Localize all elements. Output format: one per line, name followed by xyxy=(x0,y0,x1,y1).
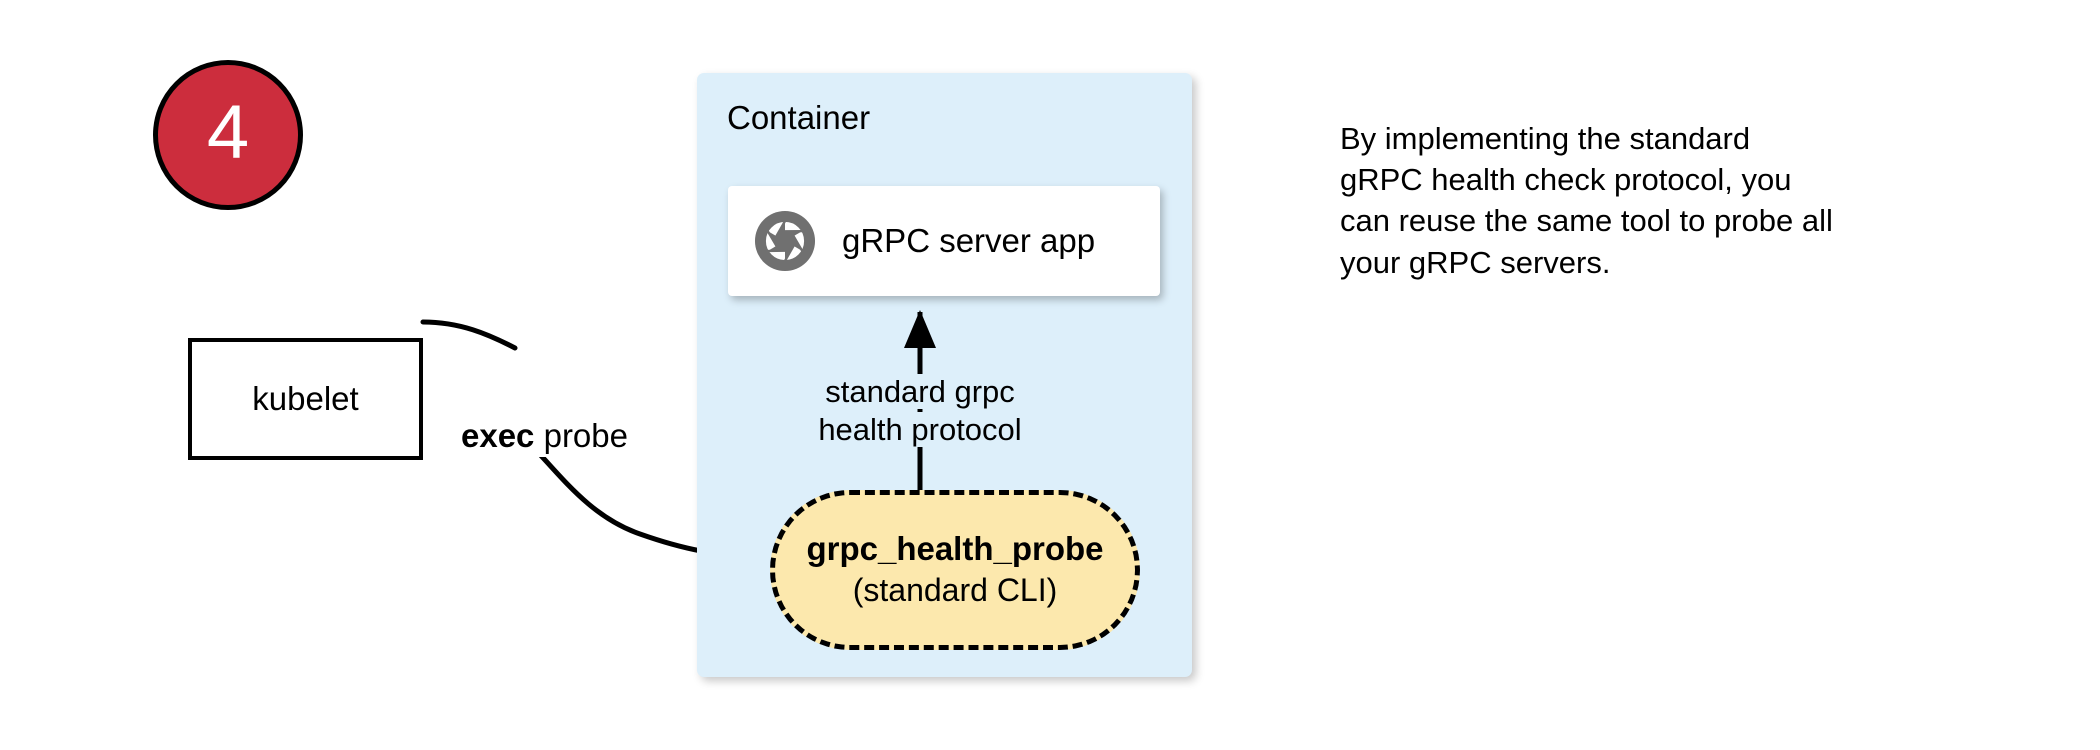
annotation-line: By implementing the standard xyxy=(1340,121,1751,156)
step-number-badge: 4 xyxy=(153,60,303,210)
grpc-aperture-icon xyxy=(754,210,816,272)
annotation-text: By implementing the standard gRPC health… xyxy=(1340,118,1940,283)
probe-title: grpc_health_probe xyxy=(806,530,1104,568)
kubelet-node: kubelet xyxy=(188,338,423,460)
grpc-server-app-label: gRPC server app xyxy=(842,222,1096,259)
annotation-line: gRPC health check protocol, you xyxy=(1340,162,1792,198)
annotation-line: can reuse the same tool to probe all xyxy=(1340,203,1833,239)
probe-word: probe xyxy=(534,417,628,454)
probe-subtitle: (standard CLI) xyxy=(852,572,1058,609)
grpc-health-probe-node: grpc_health_probe (standard CLI) xyxy=(770,490,1140,650)
exec-keyword: exec xyxy=(461,417,535,454)
exec-probe-edge-label: exec probe xyxy=(455,415,634,457)
annotation-line: your gRPC servers. xyxy=(1340,244,1611,280)
container-title: Container xyxy=(727,99,871,136)
protocol-label-line-2: health protocol xyxy=(814,411,1026,447)
kubelet-label: kubelet xyxy=(252,380,359,417)
protocol-label-line-1: standard grpc xyxy=(821,374,1019,409)
step-number-label: 4 xyxy=(206,90,250,175)
grpc-server-app-card: gRPC server app xyxy=(728,186,1160,296)
protocol-edge-label: standard grpc health protocol xyxy=(770,373,1070,449)
